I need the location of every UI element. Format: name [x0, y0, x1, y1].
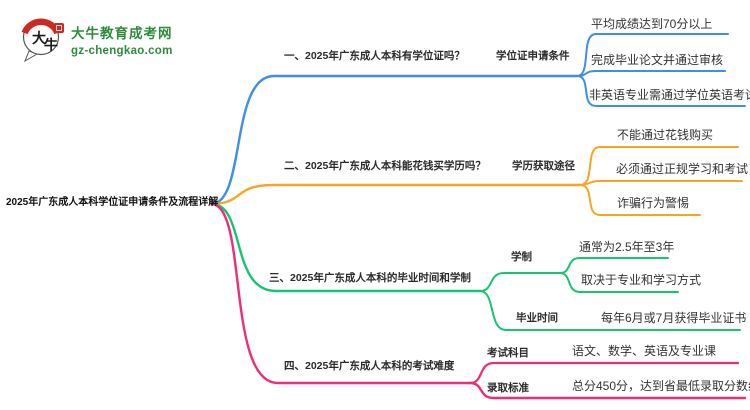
- branch4-group2-label: 录取标准: [487, 382, 529, 394]
- branch3-leaf2-line: [559, 272, 679, 293]
- branch2-leaf: 诈骗行为警惕: [617, 196, 690, 210]
- branch3-leaf: 通常为2.5年至3年: [579, 240, 675, 254]
- site-name: 大牛教育成考网: [71, 25, 173, 41]
- branch3-group2-label: 毕业时间: [516, 312, 558, 324]
- branch4-group1-label: 考试科目: [487, 347, 529, 359]
- site-url: gz-chengkao.com: [71, 44, 173, 57]
- branch1-leaf: 平均成绩达到70分以上: [591, 17, 713, 31]
- branch1-leaf3-line: [576, 75, 746, 107]
- branch2-leaf: 必须通过正规学习和考试: [616, 162, 749, 176]
- branch1-leaf2-line: [576, 70, 726, 77]
- branch1-leaf: 完成毕业论文并通过审核: [591, 53, 724, 67]
- branch2-leaf3-line: [579, 184, 701, 216]
- branch1-leaf1-line: [576, 33, 729, 77]
- logo-char-da: 大: [32, 30, 46, 46]
- site-logo[interactable]: 大 牛 大牛教育成考网 gz-chengkao.com: [20, 15, 173, 63]
- branch3-leaf1-line: [559, 257, 669, 274]
- branch3-group2-line: [479, 290, 741, 331]
- branch2-sublabel: 学历获取途径: [512, 160, 575, 172]
- branch2-main-line: [210, 183, 582, 206]
- branch1-sublabel: 学位证申请条件: [496, 50, 570, 62]
- logo-bull-icon: 大 牛: [21, 18, 64, 63]
- branch2-leaf: 不能通过花钱购买: [617, 128, 714, 142]
- logo-wordmark: 大牛教育成考网 gz-chengkao.com: [71, 22, 173, 57]
- branch1-title: 一、2025年广东成人本科有学位证吗？: [284, 50, 465, 62]
- branch3-leaf: 取决于专业和学习方式: [581, 273, 702, 287]
- branch3-group1-label: 学制: [511, 251, 532, 263]
- branch4-group2-line: [468, 381, 747, 400]
- branch4-title: 四、2025年广东成人本科的考试难度: [284, 360, 455, 372]
- branch3-main-line: [210, 202, 482, 293]
- branch4-leaf: 总分450分，达到省最低录取分数线即可: [572, 379, 750, 393]
- logo-char-niu: 牛: [44, 37, 58, 53]
- root-title: 2025年广东成人本科学位证申请条件及流程详解: [6, 197, 219, 208]
- branch1-main-line: [210, 74, 579, 206]
- branch4-leaf: 语文、数学、英语及专业课: [572, 344, 717, 358]
- branch3-leaf: 每年6月或7月获得毕业证书: [601, 311, 747, 325]
- branch4-main-line: [210, 202, 472, 385]
- branch2-title: 二、2025年广东成人本科能花钱买学历吗？: [284, 160, 486, 172]
- branch1-leaf: 非英语专业需通过学位英语考试: [589, 88, 750, 102]
- branch2-leaf2-line: [579, 180, 743, 186]
- branch3-title: 三、2025年广东成人本科的毕业时间和学制: [269, 272, 471, 284]
- branch3-group1-line: [479, 272, 561, 292]
